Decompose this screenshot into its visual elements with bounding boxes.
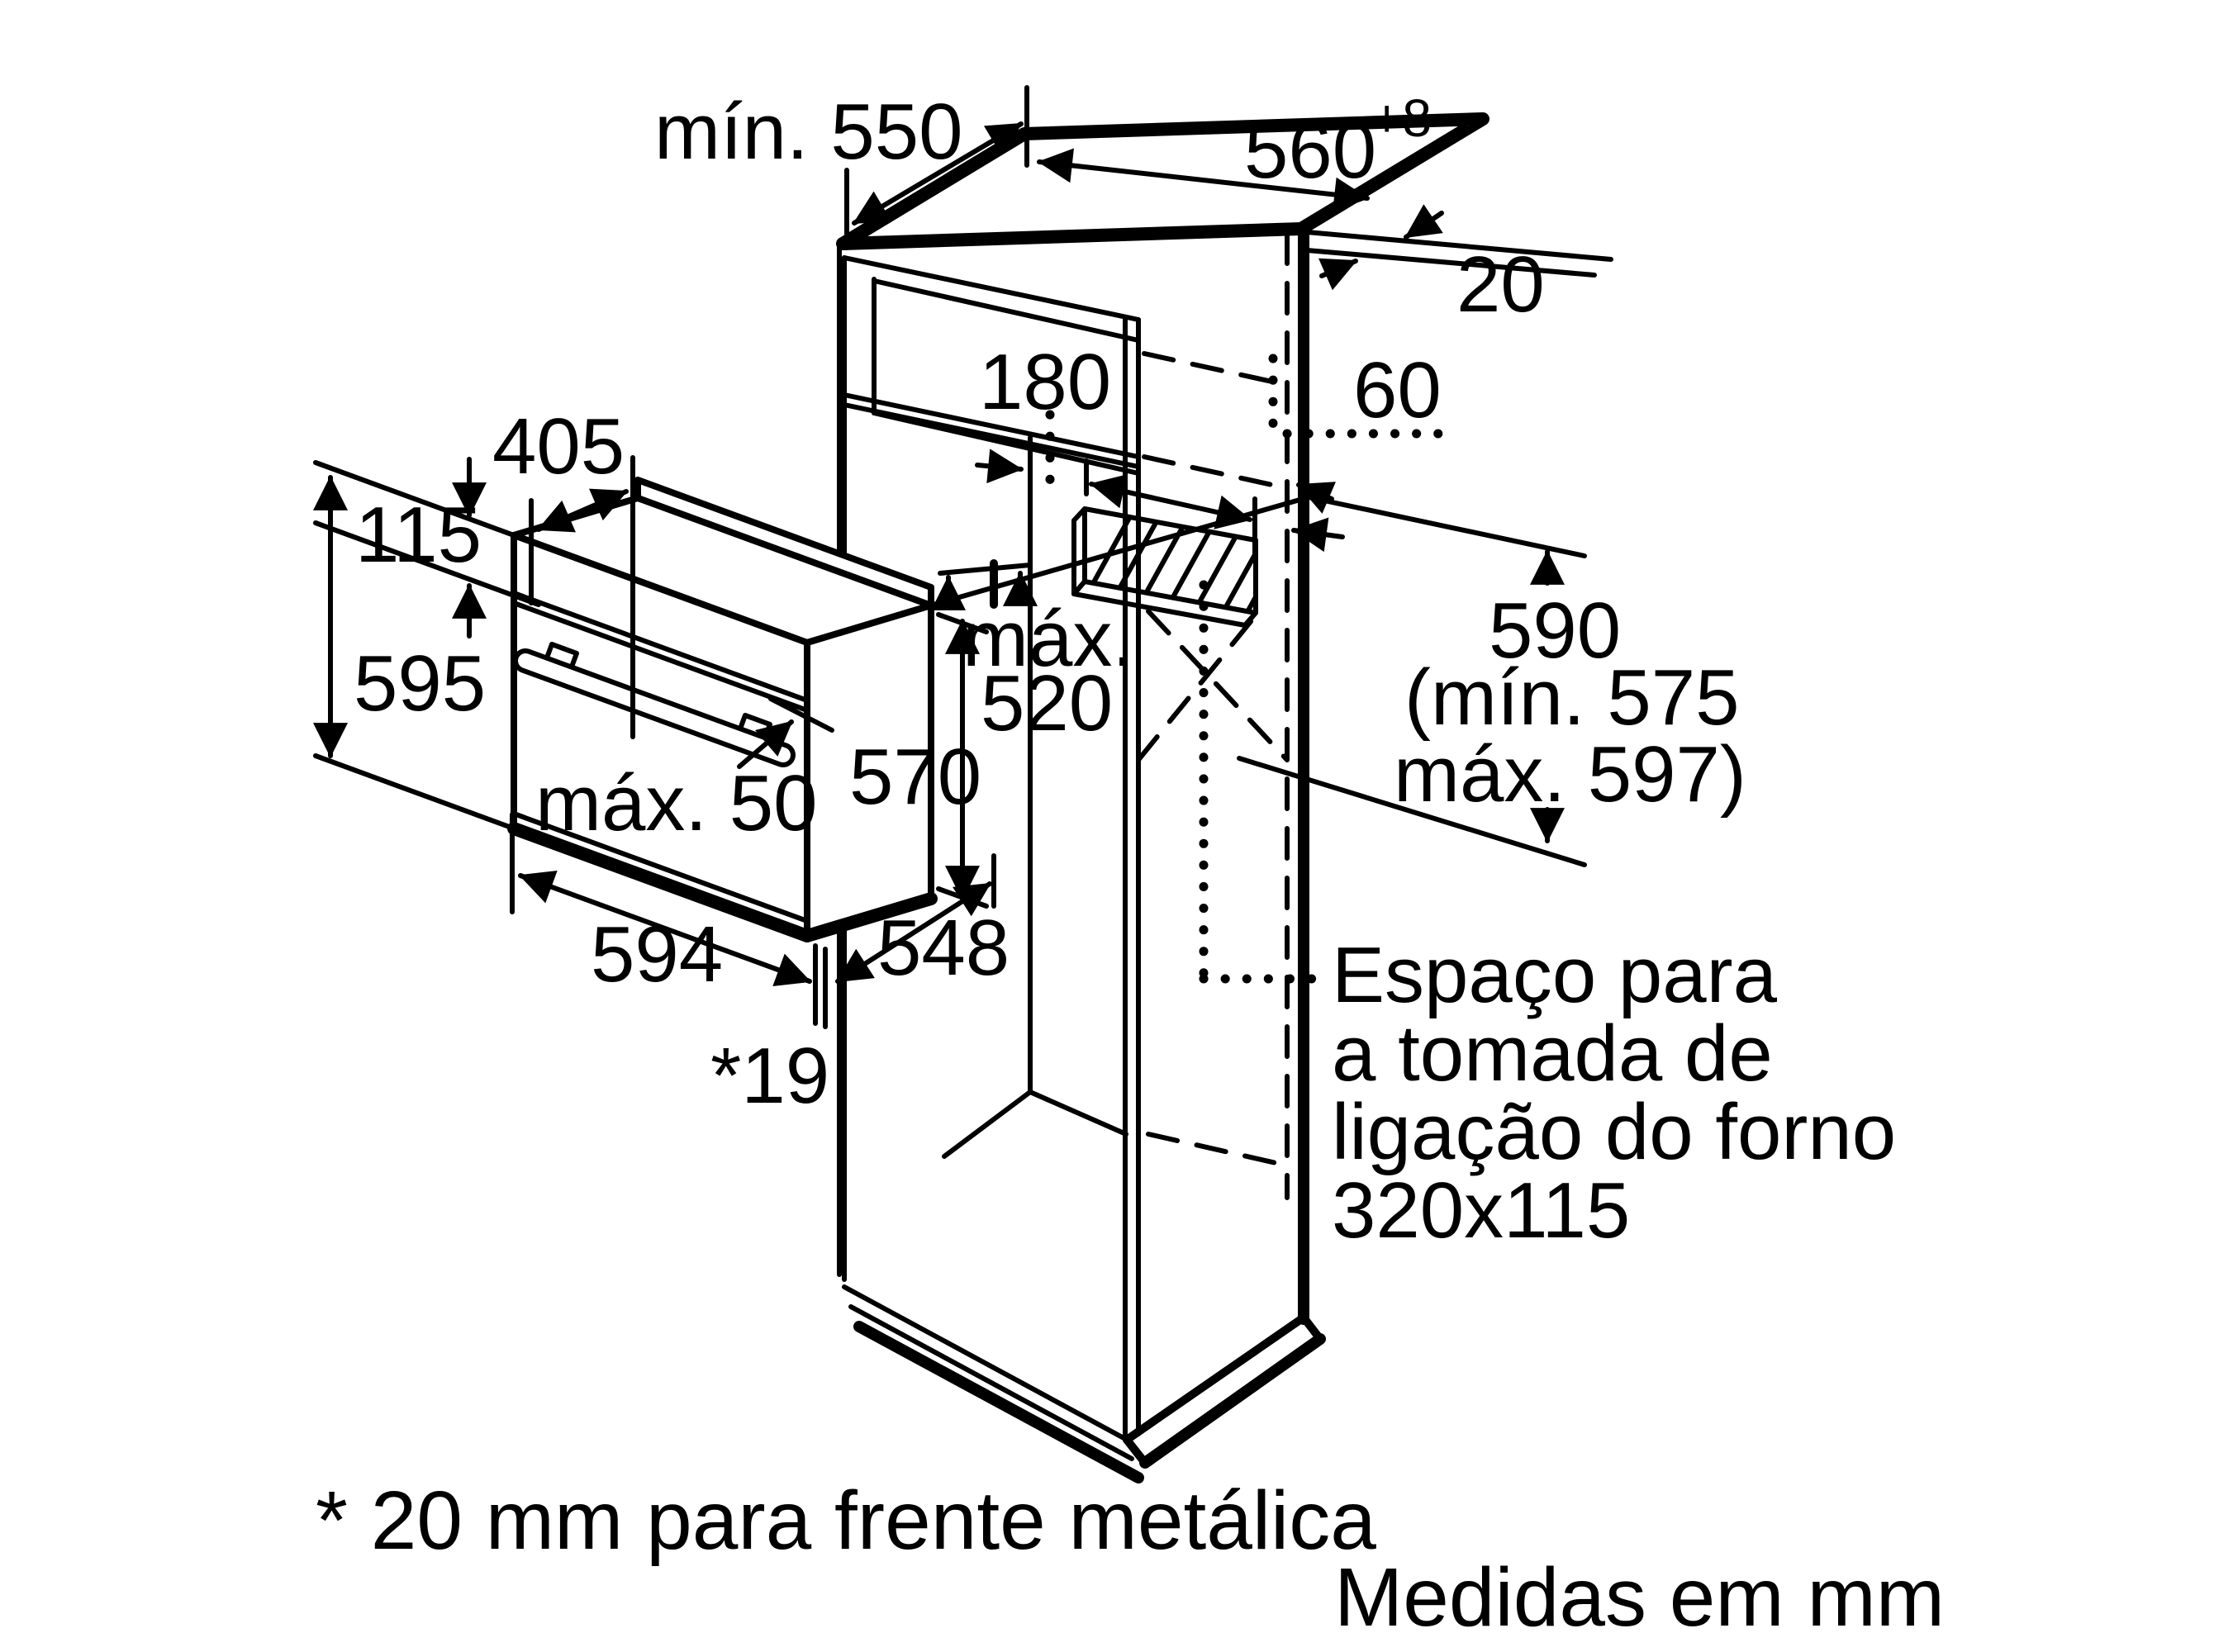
footnote: * 20 mm para frente metálica	[316, 1474, 1376, 1567]
cabinet-hidden-edges	[1136, 231, 1290, 1200]
socket-text-line1: Espaço para	[1332, 931, 1778, 1019]
label-548: 548	[877, 904, 1010, 992]
dim-20-a	[1404, 204, 1444, 240]
label-405: 405	[492, 402, 625, 491]
dim-548	[835, 881, 992, 984]
dim-min550	[852, 121, 1024, 225]
socket-arrow-b	[1296, 482, 1336, 514]
label-20: 20	[1456, 240, 1545, 329]
socket-text-line4: 320x115	[1332, 1166, 1630, 1255]
oven	[507, 477, 938, 942]
dimension-labels: mín. 550 560 +8 20 60 180 405 115 595 má…	[354, 88, 1746, 1120]
label-570: 570	[849, 733, 981, 821]
label-560: 560	[1244, 107, 1376, 195]
label-19: *19	[710, 1032, 829, 1120]
label-60: 60	[1353, 346, 1442, 434]
cabinet-niche	[842, 255, 1141, 476]
extension-lines	[313, 85, 1613, 1029]
socket-text-line3: ligação do forno	[1332, 1088, 1896, 1176]
oven-panel-line	[511, 591, 810, 703]
label-590-max: máx. 597)	[1394, 730, 1746, 819]
label-min-550: mín. 550	[654, 88, 963, 176]
label-594: 594	[591, 910, 723, 999]
cabinet-lower-interior	[942, 435, 1128, 1159]
label-max-50: máx. 50	[535, 759, 817, 847]
dotted-reference-lines	[1045, 354, 1452, 984]
label-max-520-line2: 520	[981, 659, 1113, 748]
dim-max50-pointer	[737, 719, 794, 769]
oven-panel-line2	[511, 601, 810, 713]
label-560-tolerance: +8	[1371, 88, 1432, 148]
shelf-pointer	[975, 449, 1024, 484]
dim-560	[1037, 148, 1370, 212]
dim-20-b	[1318, 258, 1358, 291]
dimension-arrows	[313, 121, 1565, 987]
socket-text-line2: a tomada de	[1332, 1009, 1773, 1098]
dim-520	[1089, 474, 1252, 529]
socket-arrow-a	[1291, 517, 1345, 553]
label-max-520-line1: máx.	[962, 595, 1134, 683]
socket-text-block: Espaço para a tomada de ligação do forno…	[1332, 931, 1896, 1255]
units-note: Medidas em mm	[1334, 1551, 1945, 1644]
label-115: 115	[355, 491, 482, 579]
dim-405	[536, 488, 629, 533]
dim-594	[518, 870, 812, 987]
label-180: 180	[979, 338, 1111, 426]
label-595: 595	[354, 639, 486, 728]
label-590-min: (mín. 575	[1404, 653, 1740, 742]
label-590: 590	[1489, 586, 1621, 675]
cabinet-bottom	[842, 1284, 1326, 1483]
